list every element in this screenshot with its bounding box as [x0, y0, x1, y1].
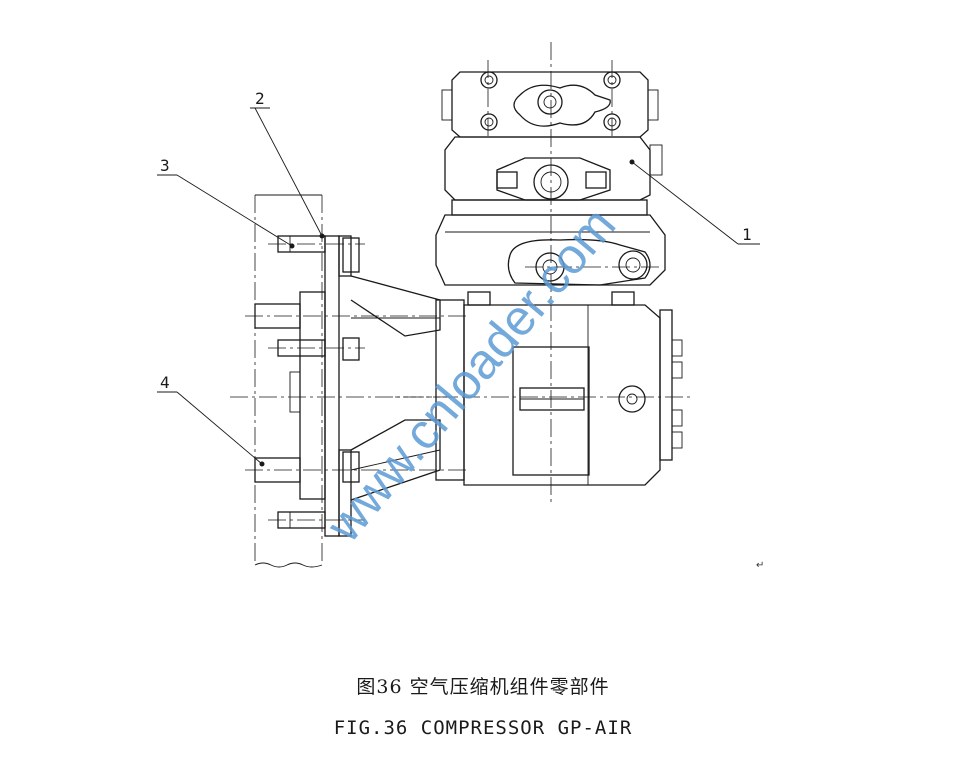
cylinder-head [444, 136, 663, 201]
callout-4: 4 [157, 373, 265, 467]
flange-plate [289, 235, 352, 537]
callout-1: 1 [629, 159, 760, 245]
valve-cover [441, 71, 659, 138]
watermark-text: www.cnloader.com [315, 197, 626, 553]
callout-3: 3 [157, 156, 295, 249]
mounting-frame [254, 194, 323, 568]
callout-2: 2 [250, 89, 325, 239]
callout-4-label: 4 [160, 373, 170, 392]
cover-bolts [480, 71, 621, 131]
return-mark: ↵ [756, 560, 764, 571]
figure-caption-chinese: 图36 空气压缩机组件零部件 [356, 676, 610, 698]
center-lines [230, 42, 690, 521]
figure-caption-english: FIG.36 COMPRESSOR GP-AIR [333, 717, 633, 739]
callout-2-label: 2 [255, 89, 265, 108]
callout-1-label: 1 [742, 225, 752, 244]
callout-3-label: 3 [160, 156, 170, 175]
